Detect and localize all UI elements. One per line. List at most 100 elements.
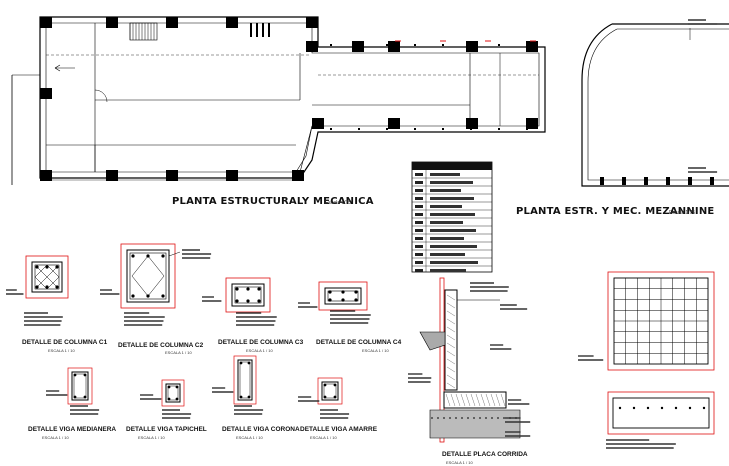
- mezzanine-column: [644, 177, 648, 185]
- viga-tapichel-rebar-note: [162, 409, 192, 419]
- column-marker: [226, 17, 238, 28]
- footing-hatch: [500, 393, 506, 407]
- footing: [443, 391, 507, 409]
- detail-viga-tapichel-caption: DETALLE VIGA TAPICHEL: [126, 426, 207, 433]
- c2-diamond-tie: [131, 255, 165, 297]
- footing-hatch: [475, 393, 481, 407]
- detail-viga-tapichel-scale: ESCALA 1 / 10: [138, 435, 165, 440]
- table-text: [430, 253, 465, 256]
- detail-c3-caption: DETALLE DE COLUMNA C3: [218, 339, 304, 346]
- footing-hatch: [485, 393, 491, 407]
- viga-corona-section: [233, 355, 257, 405]
- detail-c1-scale: ESCALA 1 / 10: [48, 348, 75, 353]
- table-text: [430, 205, 462, 208]
- c1-note: [6, 289, 24, 295]
- table-symbol: [415, 173, 423, 176]
- detail-viga-amarre-scale: ESCALA 1 / 10: [310, 435, 337, 440]
- gravel-dot: [503, 417, 505, 419]
- wall-detail: [262, 23, 264, 37]
- viga-amarre-rebar-note: [320, 409, 350, 419]
- table-symbol: [415, 205, 423, 208]
- anchor-dot: [414, 44, 416, 46]
- mezzanine-column: [622, 177, 626, 185]
- table-symbol: [415, 181, 423, 184]
- placa-note: [470, 282, 509, 292]
- slab-mesh-plan: [578, 271, 715, 371]
- anchor-dot: [386, 128, 388, 130]
- gravel-dot: [479, 417, 481, 419]
- column-c4-section: [318, 281, 368, 311]
- anchor-dot: [498, 128, 500, 130]
- viga-corona-rebar-note: [234, 405, 264, 415]
- column-marker: [352, 41, 364, 52]
- mezzanine-column: [666, 177, 670, 185]
- schedule-table: [411, 161, 493, 273]
- viga-medianera-note-left: [46, 390, 68, 396]
- gravel-dot: [437, 417, 439, 419]
- footing-hatch: [450, 393, 456, 407]
- mezzanine-plan-scale: Escala 1/75: [669, 210, 696, 216]
- detail-viga-corona-scale: ESCALA 1 / 10: [236, 435, 263, 440]
- slab-section-note: [606, 439, 676, 449]
- table-header-row: [412, 162, 492, 170]
- column-marker: [526, 41, 538, 52]
- placa-note: [505, 431, 531, 437]
- footing-hatch: [445, 393, 451, 407]
- footing-hatch: [495, 393, 501, 407]
- c2-note: [182, 249, 212, 259]
- detail-c2-scale: ESCALA 1 / 10: [165, 350, 192, 355]
- gravel-dot: [443, 417, 445, 419]
- table-text: [430, 269, 466, 272]
- table-text: [430, 173, 460, 176]
- table-text: [430, 221, 463, 224]
- c3-rebar-note: [236, 312, 277, 326]
- mezzanine-inner-outline: [587, 28, 729, 181]
- viga-tapichel-note-left: [140, 394, 162, 400]
- anchor-dot: [442, 44, 444, 46]
- c1-diamond-tie: [34, 264, 60, 290]
- mesh-note: [578, 355, 604, 361]
- table-symbol: [415, 221, 423, 224]
- placa-note: [408, 373, 432, 383]
- mezzanine-outline: [581, 23, 729, 187]
- column-marker: [466, 118, 478, 129]
- slab-section: [606, 391, 715, 449]
- table-symbol: [415, 189, 423, 192]
- detail-placa-corrida-scale: ESCALA 1 / 10: [446, 460, 473, 465]
- main-plan-scale: Escala 1/75: [325, 200, 352, 206]
- c3-note-left: [202, 296, 222, 302]
- viga-corona-note-left: [212, 387, 234, 393]
- viga-tapichel-section: [161, 379, 185, 407]
- footing-hatch: [480, 393, 486, 407]
- anchor-dot: [330, 44, 332, 46]
- gravel-dot: [485, 417, 487, 419]
- footing-hatch: [470, 393, 476, 407]
- anchor-dot: [526, 44, 528, 46]
- table-text: [430, 237, 464, 240]
- detail-viga-amarre-caption: DETALLE VIGA AMARRE: [300, 426, 378, 433]
- column-c2-section: [120, 243, 176, 309]
- column-marker: [106, 17, 118, 28]
- placa-note: [490, 344, 512, 350]
- c4-note-left: [298, 302, 318, 308]
- placa-corrida-section: [408, 277, 531, 443]
- door-swing: [94, 89, 108, 103]
- placa-note: [505, 417, 531, 423]
- table-text: [430, 213, 475, 216]
- detail-viga-corona-caption: DETALLE VIGA CORONA: [222, 426, 300, 433]
- c4-rebar-note: [330, 310, 371, 324]
- detail-c2-caption: DETALLE DE COLUMNA C2: [118, 342, 204, 349]
- viga-amarre-section: [317, 377, 343, 405]
- column-marker: [306, 17, 318, 28]
- anchor-dot: [442, 128, 444, 130]
- column-marker: [466, 41, 478, 52]
- gravel-dot: [467, 417, 469, 419]
- wall-detail: [256, 23, 258, 37]
- footing-hatch: [465, 393, 471, 407]
- mezzanine-column: [688, 177, 692, 185]
- column-marker: [306, 41, 318, 52]
- c2-rebar-note: [124, 312, 165, 326]
- footing-hatch: [460, 393, 466, 407]
- main-plan-inner-outline: [45, 22, 540, 173]
